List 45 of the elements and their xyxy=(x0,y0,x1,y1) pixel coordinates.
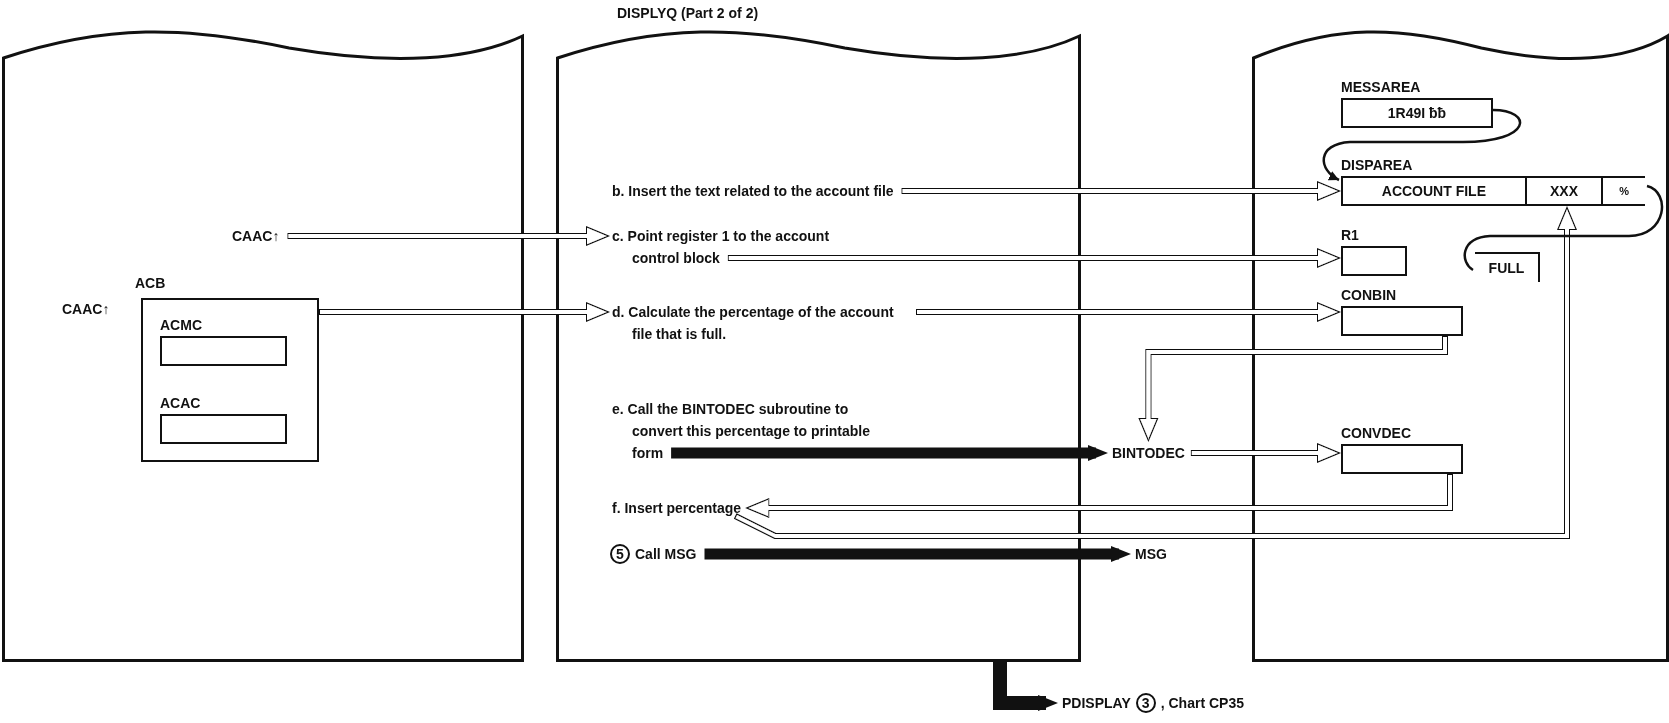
input-panel xyxy=(2,30,524,662)
arrow xyxy=(745,474,1453,518)
pointer-label: CAAC↑ xyxy=(62,300,110,319)
diagram-title: DISPLYQ (Part 2 of 2) xyxy=(617,4,759,23)
arrow xyxy=(319,302,610,322)
process-step-text: d. Calculate the percentage of the account file that is full. xyxy=(612,301,912,345)
arrow xyxy=(901,181,1341,201)
field-value: % xyxy=(1618,184,1631,199)
field-name: DISPAREA xyxy=(1341,156,1413,175)
routine-name: MSG xyxy=(1135,543,1167,565)
storage-field: FULL xyxy=(1475,252,1540,282)
arrow xyxy=(671,445,1108,461)
process-step-text: c. Point register 1 to the account control block xyxy=(612,225,862,269)
arrow xyxy=(727,248,1341,268)
chart-reference: , Chart CP35 xyxy=(1160,694,1244,713)
field-name: ACB xyxy=(135,274,166,293)
process-step-text: e. Call the BINTODEC subroutine to convert this percentage to printable form xyxy=(612,398,877,464)
output-panel xyxy=(1252,30,1669,662)
arrow xyxy=(1322,108,1522,182)
field-name: MESSAREA xyxy=(1341,78,1421,97)
process-step-text: b. Insert the text related to the account file xyxy=(612,180,894,202)
process-step-text: f. Insert percentage xyxy=(612,497,742,519)
field-value: 1R49I ƀƀ xyxy=(1386,104,1448,123)
step-number: 3 xyxy=(1135,693,1156,713)
subroutine-name: BINTODEC xyxy=(1112,442,1185,464)
arrow xyxy=(1190,443,1341,463)
process-step-text: Call MSG xyxy=(635,545,697,564)
routine-name: PDISPLAY xyxy=(1062,694,1131,713)
arrow xyxy=(704,546,1131,562)
field-value: ACCOUNT FILE xyxy=(1343,178,1527,204)
field-name: CONVDEC xyxy=(1341,424,1411,443)
field-name: CONBIN xyxy=(1341,286,1397,305)
field-value: XXX xyxy=(1526,178,1604,204)
step-number: 5 xyxy=(610,544,630,564)
field-name: ACMC xyxy=(160,316,202,335)
field-name: R1 xyxy=(1341,226,1359,245)
arrow xyxy=(993,660,1058,711)
arrow xyxy=(733,206,1577,539)
field-name: ACAC xyxy=(160,394,201,413)
connector-line xyxy=(1463,184,1664,271)
arrow xyxy=(916,302,1341,322)
arrow xyxy=(287,226,610,246)
process-panel xyxy=(556,30,1081,662)
pointer-label: CAAC↑ xyxy=(232,225,280,247)
arrow xyxy=(1138,336,1448,442)
